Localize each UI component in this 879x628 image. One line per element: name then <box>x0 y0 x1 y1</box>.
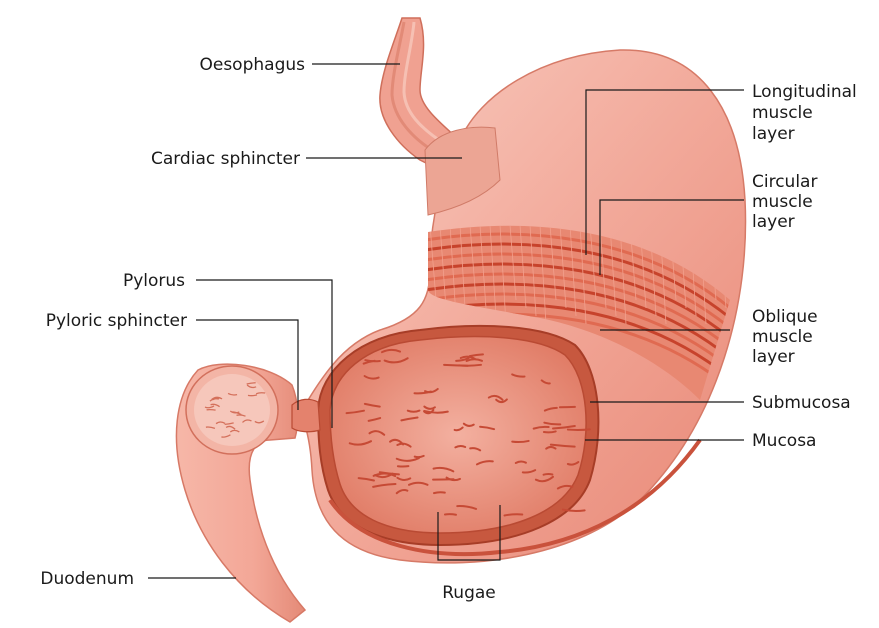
label-longitudinal-1: Longitudinal <box>752 82 857 102</box>
label-circular-3: layer <box>752 212 795 232</box>
label-circular-2: muscle <box>752 192 813 212</box>
label-oblique-1: Oblique <box>752 307 818 327</box>
label-oesophagus: Oesophagus <box>199 55 305 75</box>
rugae-fold <box>512 441 528 442</box>
label-longitudinal-2: muscle <box>752 103 813 123</box>
label-oblique-3: layer <box>752 347 795 367</box>
label-pylorus: Pylorus <box>123 271 185 291</box>
label-pyloric-sphincter: Pyloric sphincter <box>46 311 187 331</box>
rugae-fold <box>445 514 456 515</box>
rugae-fold <box>544 431 556 432</box>
duodenum-fold <box>248 395 257 396</box>
rugae-fold <box>544 474 553 475</box>
inner-cavity <box>318 326 598 545</box>
label-circular-1: Circular <box>752 172 817 192</box>
duodenum-shape <box>176 364 305 622</box>
label-mucosa: Mucosa <box>752 431 816 451</box>
rugae-fold <box>505 514 523 515</box>
rugae-fold <box>568 429 590 430</box>
label-duodenum: Duodenum <box>40 569 134 589</box>
label-longitudinal-3: layer <box>752 124 795 144</box>
rugae-fold <box>434 492 445 493</box>
pyloric-junction <box>292 399 320 431</box>
label-oblique-2: muscle <box>752 327 813 347</box>
label-submucosa: Submucosa <box>752 393 851 413</box>
label-cardiac-sphincter: Cardiac sphincter <box>151 149 300 169</box>
rugae-fold <box>444 365 468 366</box>
label-rugae: Rugae <box>442 583 496 603</box>
